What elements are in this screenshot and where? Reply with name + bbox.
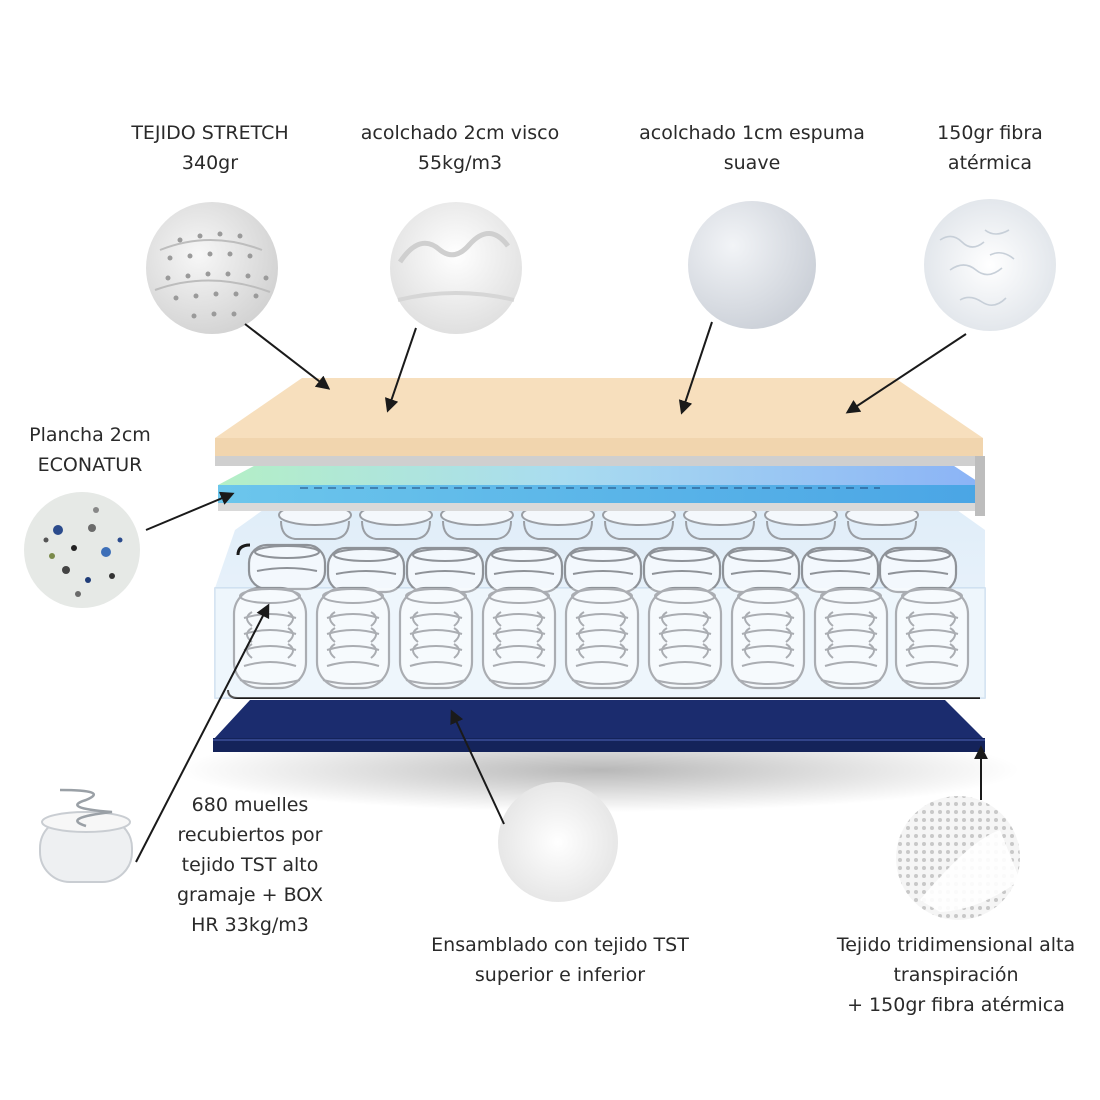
- label-line: gramaje + BOX: [176, 884, 324, 906]
- label-line: superior e inferior: [474, 964, 646, 986]
- label-line: Ensamblado con tejido TST: [431, 934, 689, 956]
- label-line: tejido TST alto: [181, 854, 319, 876]
- label-line: suave: [723, 152, 781, 174]
- label-line: 680 muelles: [191, 794, 309, 816]
- annotation-arrows: [135, 321, 988, 863]
- fiber-icon: [924, 199, 1056, 331]
- label-line: HR 33kg/m3: [191, 914, 309, 936]
- label-line: 55kg/m3: [417, 152, 503, 174]
- label-line: acolchado 1cm espuma: [639, 122, 865, 144]
- foam-layer: [218, 460, 983, 511]
- label-tridimensional: Tejido tridimensional alta transpiración…: [818, 930, 1094, 1020]
- tst-fabric-icon: [498, 782, 618, 902]
- memory-foam-icon: [390, 202, 522, 334]
- label-line: atérmica: [947, 152, 1033, 174]
- quilted-fabric-icon: [146, 202, 278, 334]
- label-visco: acolchado 2cm visco 55kg/m3: [340, 118, 580, 178]
- label-muelles: 680 muelles recubiertos por tejido TST a…: [160, 790, 340, 940]
- label-line: TEJIDO STRETCH: [131, 122, 289, 144]
- label-tejido-stretch: TEJIDO STRETCH 340gr: [110, 118, 310, 178]
- pocket-spring-icon: [39, 788, 133, 883]
- label-line: + 150gr fibra atérmica: [847, 994, 1065, 1016]
- label-espuma: acolchado 1cm espuma suave: [622, 118, 882, 178]
- recycled-foam-icon: [24, 492, 140, 608]
- label-line: Tejido tridimensional alta: [836, 934, 1076, 956]
- label-ensamblado: Ensamblado con tejido TST superior e inf…: [420, 930, 700, 990]
- label-line: 340gr: [181, 152, 239, 174]
- springs-middle-row: [247, 543, 958, 594]
- label-plancha: Plancha 2cm ECONATUR: [10, 420, 170, 480]
- label-line: transpiración: [893, 964, 1019, 986]
- soft-foam-icon: [688, 201, 816, 329]
- label-line: Plancha 2cm: [29, 424, 151, 446]
- label-line: 150gr fibra: [937, 122, 1043, 144]
- base-layer: [213, 700, 985, 752]
- label-line: acolchado 2cm visco: [360, 122, 560, 144]
- label-line: ECONATUR: [37, 454, 143, 476]
- top-layer: [215, 378, 985, 516]
- label-line: recubiertos por: [177, 824, 323, 846]
- 3d-mesh-fabric-icon: [896, 796, 1020, 920]
- label-fibra: 150gr fibra atérmica: [900, 118, 1080, 178]
